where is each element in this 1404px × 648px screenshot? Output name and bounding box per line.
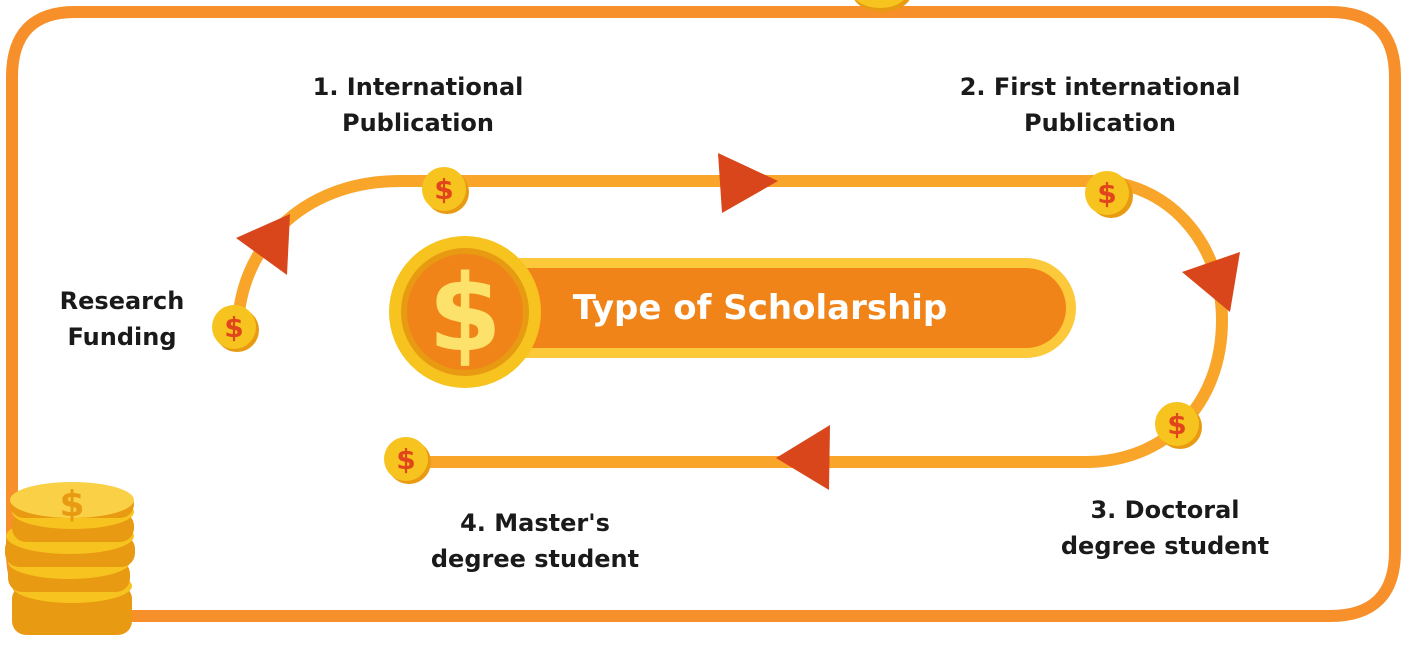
svg-text:$: $ bbox=[1167, 408, 1186, 441]
svg-text:$: $ bbox=[396, 443, 415, 476]
title-banner bbox=[470, 258, 1076, 358]
svg-text:$: $ bbox=[434, 173, 453, 206]
label-step1: 1. International Publication bbox=[283, 69, 553, 141]
label-step3: 3. Doctoral degree student bbox=[1045, 492, 1285, 564]
label-step3-line1: 3. Doctoral bbox=[1090, 496, 1240, 524]
label-step4-line2: degree student bbox=[430, 545, 640, 573]
big-dollar-coin-icon: $ bbox=[389, 236, 541, 388]
label-step2: 2. First international Publication bbox=[935, 69, 1265, 141]
svg-text:$: $ bbox=[224, 311, 243, 344]
svg-text:$: $ bbox=[428, 252, 502, 375]
svg-text:$: $ bbox=[1097, 177, 1116, 210]
coin-stack-icon: $ bbox=[5, 482, 135, 635]
diagram-title: Type of Scholarship bbox=[572, 288, 948, 328]
outer-frame bbox=[6, 6, 1401, 622]
top-coin-icon bbox=[854, 0, 910, 12]
arrow-right-icon bbox=[718, 153, 778, 213]
label-step2-line1: 2. First international bbox=[959, 73, 1241, 101]
coin-step2-icon: $ bbox=[1085, 171, 1133, 218]
label-step1-line1: 1. International bbox=[312, 73, 524, 101]
label-research-funding-line2: Funding bbox=[67, 323, 177, 351]
label-step4: 4. Master's degree student bbox=[415, 505, 655, 577]
label-research-funding: Research Funding bbox=[42, 283, 202, 355]
coin-research-funding-icon: $ bbox=[212, 305, 259, 352]
label-step2-line2: Publication bbox=[1023, 109, 1176, 137]
label-step1-line2: Publication bbox=[341, 109, 494, 137]
label-step4-line1: 4. Master's bbox=[460, 509, 610, 537]
label-research-funding-line1: Research bbox=[59, 287, 185, 315]
svg-text:$: $ bbox=[59, 484, 84, 525]
coin-step1-icon: $ bbox=[422, 167, 469, 214]
arrow-up-left-icon bbox=[236, 214, 290, 275]
arrow-left-icon bbox=[776, 425, 830, 490]
label-step3-line2: degree student bbox=[1060, 532, 1270, 560]
coin-step3-icon: $ bbox=[1155, 402, 1202, 449]
coin-step4-icon: $ bbox=[384, 437, 431, 484]
arrow-down-right-icon bbox=[1182, 252, 1240, 312]
